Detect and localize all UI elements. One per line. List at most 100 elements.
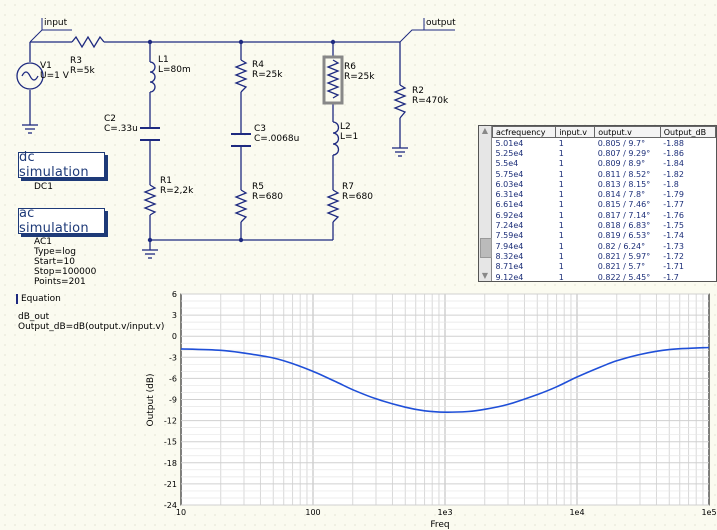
resistor-r3-icon[interactable] xyxy=(71,35,105,49)
table-cell: 8.71e4 xyxy=(495,262,524,272)
component-label-r5[interactable]: R5 R=680 xyxy=(252,182,283,202)
results-table[interactable]: ▲ ▼ acfrequency input.v output.v Output_… xyxy=(478,125,717,282)
component-value: R=470k xyxy=(412,96,449,106)
table-cell: 0.817 / 7.14° xyxy=(597,210,651,220)
table-cell: 0.821 / 5.97° xyxy=(597,251,651,261)
y-tick-label: -9 xyxy=(169,396,177,405)
component-label-c3[interactable]: C3 C=.0068u xyxy=(254,124,299,144)
node-label-output[interactable]: output xyxy=(426,18,456,28)
ac-simulation-block[interactable]: ac simulation xyxy=(18,206,105,236)
component-label-v1[interactable]: V1 U=1 V xyxy=(40,61,69,81)
resistor-r5-icon[interactable] xyxy=(234,189,248,223)
equation-block[interactable]: Equation xyxy=(16,294,61,304)
column-header[interactable]: input.v xyxy=(555,126,596,138)
component-value: R=680 xyxy=(252,192,283,202)
y-tick-label: -21 xyxy=(164,480,177,489)
component-label-l2[interactable]: L2 L=1 xyxy=(340,122,358,142)
table-cell: 1 xyxy=(558,200,564,210)
dc-simulation-block[interactable]: dc simulation xyxy=(18,150,105,180)
table-cell: 0.821 / 5.7° xyxy=(597,262,646,272)
x-tick-label: 100 xyxy=(305,508,320,517)
x-tick-label: 1e3 xyxy=(437,508,452,517)
schematic-canvas[interactable] xyxy=(0,0,717,300)
table-cell: -1.71 xyxy=(663,262,684,272)
table-cell: 9.12e4 xyxy=(495,272,524,282)
scroll-up-icon[interactable]: ▲ xyxy=(481,126,489,135)
table-cell: -1.7 xyxy=(663,272,679,282)
ac-sim-start: Start=10 xyxy=(34,257,75,267)
table-cell: 1 xyxy=(558,262,564,272)
component-label-r6[interactable]: R6 R=25k xyxy=(344,62,374,82)
x-tick-label: 1e5 xyxy=(701,508,716,517)
table-cell: 6.92e4 xyxy=(495,210,524,220)
component-label-c2[interactable]: C2 C=.33u xyxy=(104,114,138,134)
scroll-down-icon[interactable]: ▼ xyxy=(481,271,489,280)
table-cell: 0.815 / 7.46° xyxy=(597,200,651,210)
component-label-r1[interactable]: R1 R=2,2k xyxy=(160,176,193,196)
y-tick-label: 3 xyxy=(172,311,177,320)
component-name: R2 xyxy=(412,86,424,96)
resistor-r2-icon[interactable] xyxy=(393,84,407,119)
table-cell: 7.24e4 xyxy=(495,221,524,231)
component-name: C2 xyxy=(104,114,117,124)
table-cell: 5.01e4 xyxy=(495,138,524,148)
resistor-r6-icon[interactable] xyxy=(322,55,344,105)
resistor-r4-icon[interactable] xyxy=(234,59,248,93)
component-label-r7[interactable]: R7 R=680 xyxy=(342,182,373,202)
table-row[interactable]: 8.71e4 1 0.821 / 5.7° -1.71 xyxy=(493,262,716,272)
table-cell: 1 xyxy=(558,241,564,251)
component-value: R=2,2k xyxy=(160,186,194,196)
node-label-input[interactable]: input xyxy=(44,18,68,28)
equation-content: dB_out Output_dB=dB(output.v/input.v) xyxy=(18,312,164,332)
x-axis-label: Freq xyxy=(430,520,449,530)
table-cell: 1 xyxy=(558,221,564,231)
capacitor-c2-icon[interactable] xyxy=(140,127,160,141)
resistor-r7-icon[interactable] xyxy=(326,189,340,223)
y-tick-label: -18 xyxy=(164,459,177,468)
inductor-l2-icon[interactable] xyxy=(332,121,340,156)
y-axis-label: Output (dB) xyxy=(146,373,156,426)
table-cell: 5.5e4 xyxy=(495,159,519,169)
ac-sim-stop: Stop=100000 xyxy=(34,267,97,277)
component-value: R=25k xyxy=(344,72,375,82)
table-cell: 1 xyxy=(558,231,564,241)
voltage-source-icon[interactable] xyxy=(16,62,44,90)
table-scrollbar[interactable]: ▲ ▼ xyxy=(479,126,492,281)
component-label-r2[interactable]: R2 R=470k xyxy=(412,86,448,106)
table-cell: 1 xyxy=(558,159,564,169)
inductor-l1-icon[interactable] xyxy=(149,61,156,93)
column-header[interactable]: acfrequency xyxy=(491,126,557,138)
x-tick-label: 1e4 xyxy=(569,508,584,517)
resistor-r1-icon[interactable] xyxy=(143,184,157,216)
table-cell: -1.8 xyxy=(663,179,679,189)
capacitor-c3-icon[interactable] xyxy=(231,133,251,147)
table-cell: -1.77 xyxy=(663,200,684,210)
table-cell: 1 xyxy=(558,138,564,148)
column-header[interactable]: output.v xyxy=(594,126,661,138)
component-value: U=1 V xyxy=(40,71,69,81)
component-label-r3[interactable]: R3 R=5k xyxy=(70,56,95,76)
component-label-r4[interactable]: R4 R=25k xyxy=(252,60,282,80)
scroll-thumb[interactable] xyxy=(480,238,492,258)
table-cell: 1 xyxy=(558,148,564,158)
table-cell: 8.32e4 xyxy=(495,251,524,261)
table-cell: -1.74 xyxy=(663,231,684,241)
component-name: C3 xyxy=(254,124,267,134)
column-header[interactable]: Output_dB xyxy=(659,126,716,138)
table-cell: 0.813 / 8.15° xyxy=(597,179,651,189)
component-label-l1[interactable]: L1 L=80m xyxy=(158,55,191,75)
plot-area[interactable] xyxy=(180,293,710,506)
